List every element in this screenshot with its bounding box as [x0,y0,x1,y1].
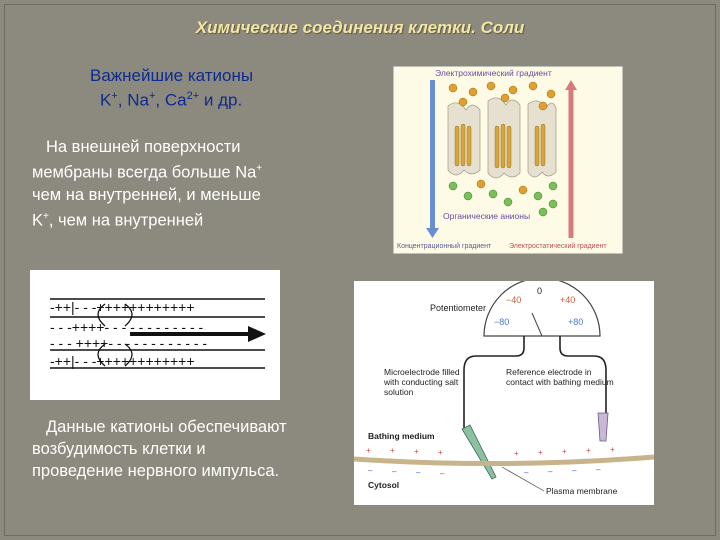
plasma-membrane-band [353,454,655,467]
scale-minus80: −80 [494,317,509,327]
microelectrode-label: Microelectrode filled with conducting sa… [384,367,460,397]
cations-heading: Важнейшие катионы [90,66,254,85]
svg-text:+: + [366,446,371,455]
slide-frame [4,4,716,536]
reference-label: Reference electrode in contact with bath… [506,367,614,387]
svg-text:–: – [368,466,373,475]
para1-part3: , чем на внутренней [48,211,204,229]
membrane-row-2: - - -++++- - - - - - - - - - - - [50,319,204,335]
cation-k-charge: + [111,90,118,102]
bathing-label: Bathing medium [368,431,435,441]
svg-text:+: + [586,446,591,455]
cytosol-label: Cytosol [368,480,399,490]
electrostatic-arrowhead [565,80,577,90]
electrostatic-label: Электростатический градиент [509,242,607,250]
membrane-row-1: -++|- - -++++++++++++ [50,299,195,315]
anion-dots [448,181,558,217]
impulse-arrowhead [248,326,266,342]
potentiometer-label: Potentiometer [430,303,486,313]
membrane-charge-figure: -++|- - -++++++++++++ - - -++++- - - - -… [30,270,280,400]
svg-text:–: – [416,468,421,477]
para2-text: Данные катионы обеспечивают возбудимость… [32,418,287,480]
gradient-illustration: Электрохимический градиент [392,65,624,255]
para1-sup2: + [43,210,49,222]
gradient-top-label: Электрохимический градиент [435,68,552,78]
concentration-label: Концентрационный градиент [397,242,492,250]
gradient-figure: Электрохимический градиент [392,65,624,255]
reference-label-box: Reference electrode in contact with bath… [506,367,614,387]
cation-etc: и др. [199,90,243,110]
svg-text:+: + [414,447,419,456]
scale-zero: 0 [537,286,542,296]
svg-text:–: – [392,467,397,476]
membrane-proteins [447,97,557,179]
scale-plus40: +40 [560,295,575,305]
para1-sup1: + [256,163,263,174]
svg-text:–: – [524,468,529,477]
reference-electrode [597,412,609,442]
cation-na-charge: + [148,90,156,102]
concentration-arrow [430,80,435,230]
cation-ca-charge: 2+ [186,90,200,102]
scale-plus80: +80 [568,317,583,327]
svg-text:+: + [562,447,567,456]
cation-na: , Na [117,90,149,110]
cation-k: K [100,90,112,110]
minus-charges: –––– –––– [368,465,601,478]
microelectrode-label-box: Microelectrode filled with conducting sa… [384,367,460,397]
cation-dots [448,81,556,195]
anions-label: Органические анионы [443,211,530,221]
membrane-row-3: - - - ++++- - - - - - - - - - - - [50,335,207,351]
wire-reference [559,336,607,414]
current-loops [97,303,133,367]
excitability-paragraph: Данные катионы обеспечивают возбудимость… [32,416,292,482]
para1-part1: На внешней поверхности мембраны всегда б… [32,138,257,182]
plus-charges: + + + + + + + + + [366,445,615,458]
concentration-arrowhead [426,228,439,238]
plasma-pointer [501,466,545,492]
cations-list: K+, Na+, Ca2+ и др. [100,90,242,111]
svg-text:+: + [538,448,543,457]
plasma-label: Plasma membrane [546,486,618,496]
potentiometer-figure: 0 −40 +40 −80 +80 Potentiometer ++++ +++… [353,277,655,505]
membrane-paragraph: На внешней поверхности мембраны всегда б… [32,136,282,231]
scale-minus40: −40 [506,295,521,305]
slide-title: Химические соединения клетки. Соли [195,18,525,37]
svg-text:–: – [596,465,601,474]
svg-text:–: – [572,466,577,475]
electrostatic-arrow [568,90,574,238]
potentiometer-diagram: 0 −40 +40 −80 +80 Potentiometer ++++ +++… [353,277,655,505]
svg-text:+: + [390,446,395,455]
svg-text:+: + [438,448,443,457]
para1-part2: чем на внутренней, и меньше K [32,185,261,230]
cation-ca: , Ca [155,90,187,110]
dial-needle [531,312,543,337]
svg-text:+: + [610,445,615,454]
svg-text:–: – [548,467,553,476]
membrane-row-4: -++|- - -++++++++++++ [50,353,195,369]
membrane-charge-diagram: -++|- - -++++++++++++ - - -++++- - - - -… [30,270,280,400]
svg-text:–: – [440,469,445,478]
svg-text:+: + [514,449,519,458]
wire-micro [463,336,525,430]
